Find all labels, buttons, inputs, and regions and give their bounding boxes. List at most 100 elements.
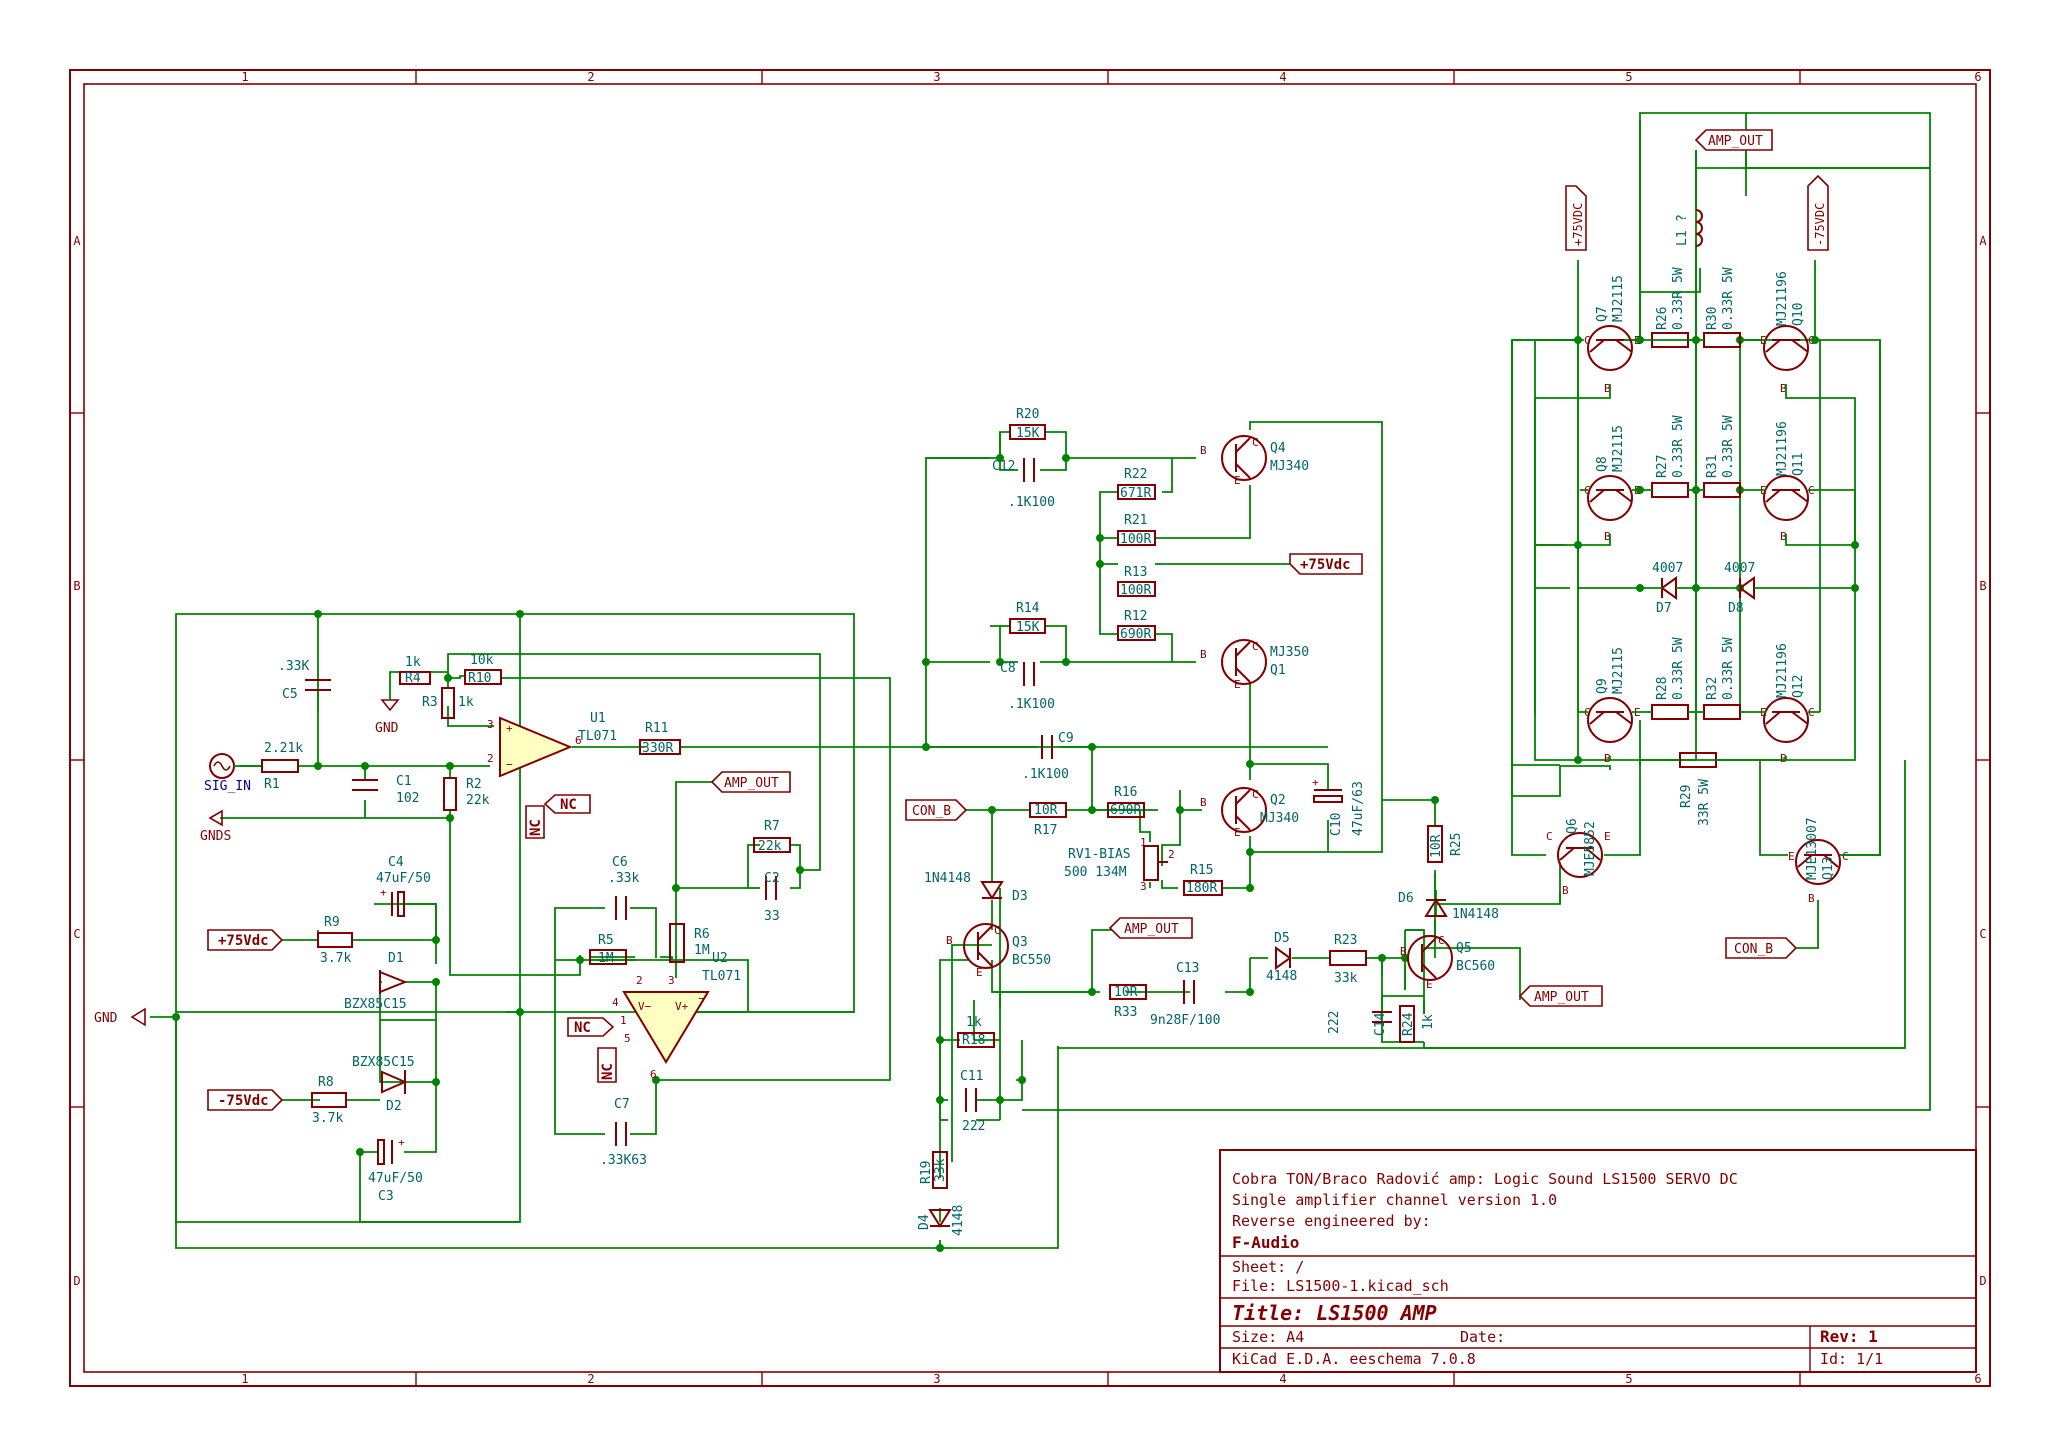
- row-label: A: [73, 234, 81, 248]
- r21-value: 100R: [1120, 532, 1151, 547]
- r11-ref: R11: [645, 721, 668, 736]
- resistor-r11: R11 330R: [639, 721, 681, 756]
- c14-ref: C14: [1373, 1012, 1388, 1036]
- r14-value: 15K: [1016, 620, 1040, 635]
- r25-value: 10R: [1429, 834, 1444, 858]
- power-label-m75: -75Vdc: [207, 1089, 284, 1111]
- q10-ref: Q10: [1791, 303, 1806, 326]
- col-label: 2: [587, 70, 594, 84]
- r23-ref: R23: [1334, 933, 1357, 948]
- sheet-name: Sheet: /: [1232, 1258, 1304, 1276]
- title-line-2: Single amplifier channel version 1.0: [1232, 1191, 1557, 1209]
- col-label: 5: [1625, 1372, 1632, 1386]
- col-label: 1: [241, 70, 248, 84]
- resistor-r26: R26 0.33R 5W: [1651, 267, 1689, 348]
- c12-value: .1K100: [1008, 495, 1055, 510]
- capacitor-c5: .33K C5: [278, 659, 331, 702]
- capacitor-c7: C7 .33K63: [600, 1097, 647, 1168]
- svg-text:2: 2: [636, 974, 643, 987]
- col-label: 6: [1974, 1372, 1981, 1386]
- svg-text:C: C: [1546, 830, 1553, 843]
- svg-text:1: 1: [1140, 836, 1147, 849]
- q6-ref: Q6: [1565, 818, 1580, 834]
- author-name: F-Audio: [1232, 1233, 1299, 1252]
- d1-value: BZX85C15: [344, 997, 407, 1012]
- c12-ref: C12: [992, 459, 1015, 474]
- l1-value: ?: [1675, 214, 1690, 222]
- gnds-symbol: GNDS: [200, 809, 231, 844]
- transistor-q12: E C B MJ21196 Q12: [1760, 643, 1815, 765]
- sig-in-label: SIG_IN: [204, 779, 251, 794]
- row-label: C: [73, 927, 80, 941]
- q13-ref: Q13: [1821, 857, 1836, 880]
- q2-value: MJ340: [1260, 811, 1299, 826]
- r24-value: 1k: [1421, 1014, 1436, 1030]
- q11-value: MJ21196: [1775, 421, 1790, 476]
- d6-ref: D6: [1398, 891, 1414, 906]
- net-label-con-b-2: CON_B: [1725, 937, 1798, 959]
- net-label-con-b-1: CON_B: [905, 799, 968, 821]
- p75vdc-label: +75VDC: [1571, 203, 1585, 246]
- r20-value: 15K: [1016, 426, 1040, 441]
- net-label-amp-out-top: AMP_OUT: [1694, 129, 1773, 151]
- transistor-q4: B C E Q4 MJ340: [1200, 435, 1309, 487]
- resistor-r2: R2 22k: [443, 777, 490, 811]
- col-label: 1: [241, 1372, 248, 1386]
- svg-text:B: B: [1200, 648, 1207, 661]
- d4-value: 4148: [951, 1205, 966, 1236]
- d3-ref: D3: [1012, 889, 1028, 904]
- r31-ref: R31: [1705, 455, 1720, 478]
- svg-text:1: 1: [620, 1014, 627, 1027]
- p75-label: +75Vdc: [218, 933, 269, 949]
- c1-value: 102: [396, 791, 419, 806]
- r29-value: 33R 5W: [1697, 779, 1712, 826]
- c9-value: .1K100: [1022, 767, 1069, 782]
- r32-value: 0.33R 5W: [1721, 637, 1736, 700]
- r28-value: 0.33R 5W: [1671, 637, 1686, 700]
- svg-text:C: C: [1842, 850, 1849, 863]
- q12-ref: Q12: [1791, 675, 1806, 698]
- capacitor-c13: C13 9n28F/100: [1150, 961, 1220, 1028]
- title-block: Cobra TON/Braco Radović amp: Logic Sound…: [1219, 1149, 1977, 1373]
- gnd-symbol-r4: GND: [375, 678, 400, 736]
- transistor-q9: C E B Q9 MJ2115: [1584, 647, 1641, 765]
- svg-text:B: B: [1780, 752, 1787, 765]
- r8-value: 3.7k: [312, 1111, 343, 1126]
- nc-flags-u1: NC NC: [525, 794, 591, 839]
- svg-text:+: +: [1312, 776, 1319, 789]
- d2-value: BZX85C15: [352, 1055, 415, 1070]
- svg-text:6: 6: [650, 1068, 657, 1081]
- svg-text:C: C: [1252, 788, 1259, 801]
- resistor-r7: R7 22k: [753, 819, 791, 854]
- capacitor-c1: C1 102: [352, 774, 419, 806]
- transistor-q11: E C B MJ21196 Q11: [1760, 421, 1815, 543]
- c13-ref: C13: [1176, 961, 1199, 976]
- r27-value: 0.33R 5W: [1671, 415, 1686, 478]
- c10-ref: C10: [1329, 813, 1344, 836]
- net-label-amp-out-2: AMP_OUT: [1108, 917, 1193, 939]
- r33-ref: R33: [1114, 1005, 1137, 1020]
- c11-value: 222: [962, 1119, 985, 1134]
- q12-value: MJ21196: [1775, 643, 1790, 698]
- title-line-1: Cobra TON/Braco Radović amp: Logic Sound…: [1232, 1170, 1738, 1188]
- nc-flag: NC: [574, 1020, 591, 1036]
- capacitor-c2: C2 33: [764, 871, 780, 924]
- r29-ref: R29: [1679, 785, 1694, 808]
- q5-ref: Q5: [1456, 941, 1472, 956]
- c4-ref: C4: [388, 855, 404, 870]
- resistor-r28: R28 0.33R 5W: [1651, 637, 1689, 720]
- svg-text:C: C: [1252, 436, 1259, 449]
- c8-value: .1K100: [1008, 697, 1055, 712]
- svg-text:B: B: [1604, 752, 1611, 765]
- resistor-r3: R3 1k: [422, 687, 474, 719]
- resistor-r4: 1k R4: [399, 655, 431, 686]
- svg-text:B: B: [1400, 945, 1407, 958]
- capacitor-c6: C6 .33k: [608, 855, 639, 920]
- d2-ref: D2: [386, 1099, 402, 1114]
- resistor-r10: 10k R10: [464, 653, 502, 686]
- q9-ref: Q9: [1595, 678, 1610, 694]
- svg-text:B: B: [1780, 382, 1787, 395]
- r24-ref: R24: [1401, 1012, 1416, 1036]
- q8-value: MJ2115: [1611, 425, 1626, 472]
- resistor-r13: R13 100R: [1117, 565, 1156, 598]
